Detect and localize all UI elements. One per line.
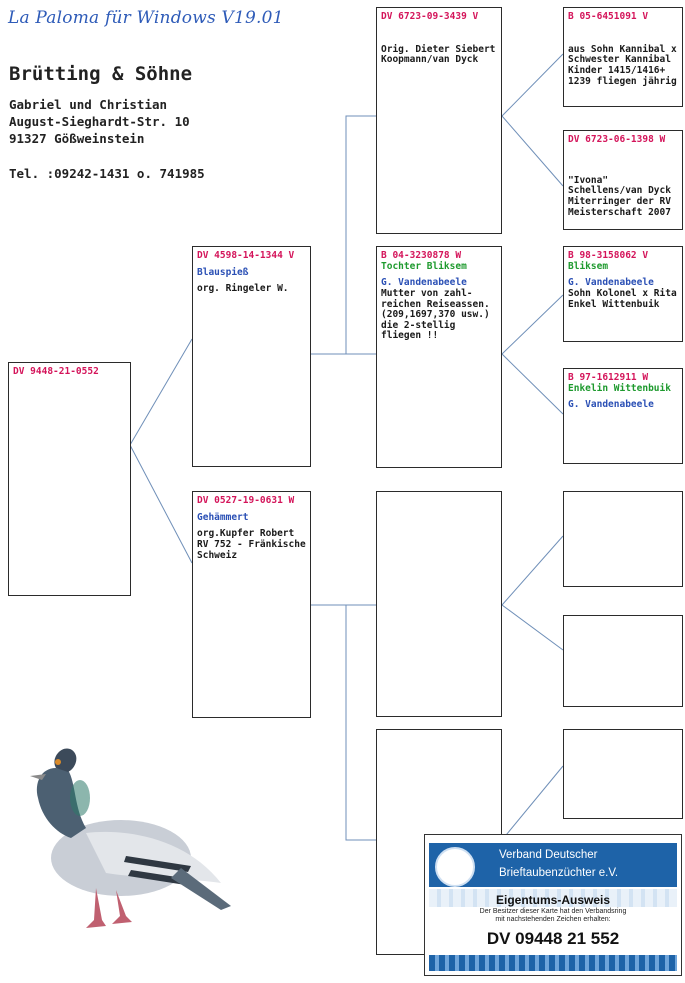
connector-ssd [502, 116, 563, 186]
card-title: Eigentums-Ausweis [425, 893, 681, 907]
card-pattern-bottom [429, 955, 677, 971]
connector-dsd [502, 605, 563, 650]
pedigree-dsd [563, 615, 683, 707]
connector-sss [502, 54, 563, 116]
card-org-line-1: Verband Deutscher [499, 849, 597, 861]
dam-ring: DV 0527-19-0631 W [197, 496, 306, 507]
connector-dds [502, 766, 563, 840]
connector-sdd [502, 354, 563, 414]
connector-dam-dam [311, 605, 376, 840]
sire-info: org. Ringeler W. [197, 284, 306, 295]
connector-subject-dam [130, 445, 192, 563]
sdd-breeder: G. Vandenabeele [568, 400, 678, 411]
ssd-info: "Ivona" Schellens/van Dyck Miterringer d… [568, 176, 678, 219]
pedigree-sds: B 98-3158062 V Bliksem G. Vandenabeele S… [563, 246, 683, 342]
sds-info: Sohn Kolonel x Rita Enkel Wittenbuik [568, 289, 678, 310]
pedigree-sire: DV 4598-14-1344 V Blauspieß org. Ringele… [192, 246, 311, 467]
dam-name: Gehämmert [197, 513, 306, 524]
pedigree-sire-dam: B 04-3230878 W Tochter Bliksem G. Vanden… [376, 246, 502, 468]
connector-sds [502, 295, 563, 354]
card-ring-number: DV 09448 21 552 [425, 929, 681, 949]
pedigree-subject: DV 9448-21-0552 [8, 362, 131, 596]
card-header: Verband Deutscher Brieftaubenzüchter e.V… [429, 843, 677, 887]
pigeon-illustration [16, 738, 236, 938]
card-text-line-2: mit nachstehenden Zeichen erhalten: [425, 916, 681, 924]
sss-info: aus Sohn Kannibal x Schwester Kannibal K… [568, 45, 678, 88]
pedigree-ssd: DV 6723-06-1398 W "Ivona" Schellens/van … [563, 130, 683, 230]
sss-ring: B 05-6451091 V [568, 12, 678, 23]
pedigree-dam: DV 0527-19-0631 W Gehämmert org.Kupfer R… [192, 491, 311, 718]
card-text-line-1: Der Besitzer dieser Karte hat den Verban… [425, 908, 681, 916]
pedigree-dss [563, 491, 683, 587]
card-text: Der Besitzer dieser Karte hat den Verban… [425, 908, 681, 924]
subject-ring: DV 9448-21-0552 [13, 367, 126, 378]
sire-dam-name: Tochter Bliksem [381, 262, 497, 273]
connector-sire-sire [311, 116, 376, 354]
connector-subject-sire [130, 339, 192, 445]
card-org-line-2: Brieftaubenzüchter e.V. [499, 867, 618, 879]
sire-sire-info: Orig. Dieter Siebert Koopmann/van Dyck [381, 45, 497, 66]
pedigree-sdd: B 97-1612911 W Enkelin Wittenbuik G. Van… [563, 368, 683, 464]
ownership-card: Verband Deutscher Brieftaubenzüchter e.V… [424, 834, 682, 976]
sire-sire-ring: DV 6723-09-3439 V [381, 12, 497, 23]
ssd-ring: DV 6723-06-1398 W [568, 135, 678, 146]
sds-name: Bliksem [568, 262, 678, 273]
pedigree-dds [563, 729, 683, 819]
sire-name: Blauspieß [197, 268, 306, 279]
sire-ring: DV 4598-14-1344 V [197, 251, 306, 262]
connector-dss [502, 536, 563, 605]
sdd-name: Enkelin Wittenbuik [568, 384, 678, 395]
pedigree-sire-sire: DV 6723-09-3439 V Orig. Dieter Siebert K… [376, 7, 502, 234]
pedigree-dam-sire [376, 491, 502, 717]
dam-info: org.Kupfer Robert RV 752 - Fränkische Sc… [197, 529, 306, 561]
pedigree-sss: B 05-6451091 V aus Sohn Kannibal x Schwe… [563, 7, 683, 107]
sire-dam-info: Mutter von zahl- reichen Reiseassen. (20… [381, 289, 497, 342]
dove-logo-icon [435, 847, 475, 887]
